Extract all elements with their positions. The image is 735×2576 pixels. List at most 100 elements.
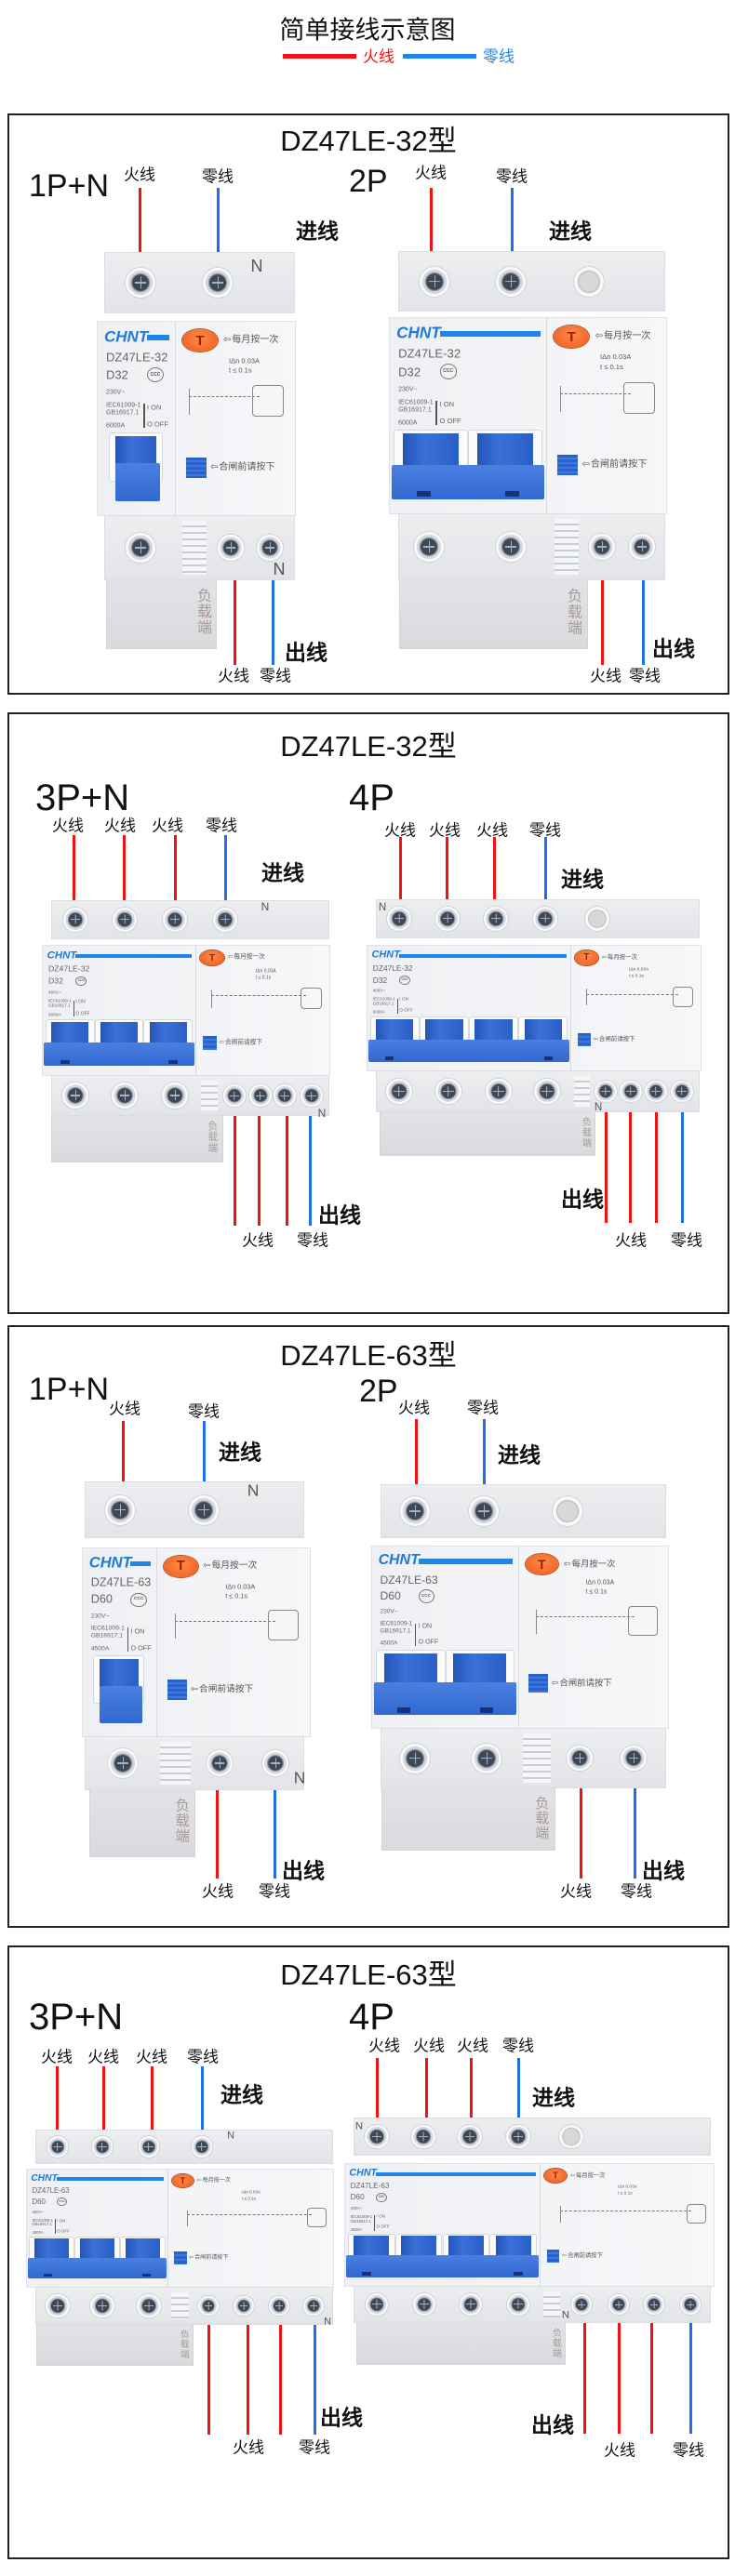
toggle-handle-grip	[99, 1685, 142, 1723]
tie-bar-slot	[504, 491, 519, 498]
terminal-screw-icon	[212, 907, 237, 932]
input-wire-live	[445, 837, 448, 899]
reset-button[interactable]	[203, 1036, 217, 1050]
ccc-cert-mark: CCC	[399, 975, 410, 985]
reset-button[interactable]	[186, 457, 207, 478]
terminal-screw-icon	[189, 1494, 219, 1525]
input-wire-live	[173, 835, 177, 900]
incoming-label: 进线	[219, 1440, 261, 1465]
output-wire-label: 零线	[671, 1231, 702, 1250]
test-button[interactable]: T	[163, 1555, 198, 1578]
output-wire-live	[617, 2323, 621, 2434]
test-button[interactable]: T	[171, 2173, 194, 2188]
terminal-screw-icon	[534, 1078, 560, 1105]
on-off-arrow-icon	[127, 1627, 129, 1652]
input-wire-label: 火线	[41, 2048, 73, 2066]
reset-button[interactable]	[557, 455, 579, 476]
terminal-screw-icon	[483, 906, 508, 931]
output-wire-live	[207, 2325, 210, 2435]
incoming-label: 进线	[532, 2085, 575, 2110]
body-divider	[540, 2164, 541, 2286]
outgoing-label: 出线	[285, 640, 327, 665]
test-button[interactable]: T	[182, 329, 218, 352]
reset-hint: 合闸前请按下	[210, 462, 274, 472]
test-button[interactable]: T	[200, 950, 224, 966]
rated-residual-current: IΔn 0.03A	[629, 967, 649, 973]
vent-slots	[182, 521, 207, 575]
test-button[interactable]: T	[554, 325, 590, 349]
standard-iec: IEC61009-1	[350, 2213, 373, 2219]
output-wire-label: 火线	[218, 667, 249, 685]
outgoing-label: 出线	[282, 1858, 325, 1883]
test-button[interactable]: T	[525, 1553, 559, 1574]
ccc-cert-mark: CCC	[147, 367, 164, 382]
output-wire-label: 火线	[560, 1882, 592, 1901]
standard-gb: GB16917.1	[106, 409, 140, 417]
reset-hint: 合闸前请按下	[552, 1678, 611, 1687]
current-rating: D32	[398, 364, 421, 378]
circuit-schematic-coil	[268, 1610, 300, 1641]
reset-hint: 合闸前请按下	[191, 1685, 253, 1694]
vent-slots	[555, 519, 579, 575]
input-wire-live	[122, 835, 126, 900]
neutral-mark-top: N	[247, 1481, 260, 1500]
reset-button[interactable]	[167, 1680, 187, 1700]
brand-bar	[439, 331, 541, 338]
terminal-screw-icon	[274, 1084, 296, 1107]
current-rating: D60	[380, 1589, 401, 1603]
test-hint: 每月按一次	[602, 954, 637, 961]
pole-type-label: 4P	[349, 1997, 394, 2038]
reset-button[interactable]	[577, 1032, 591, 1046]
rated-residual-current: IΔn 0.03A	[255, 968, 276, 975]
terminal-screw-icon	[126, 268, 155, 298]
reset-button[interactable]	[174, 2251, 187, 2264]
load-side-label: 负载端	[207, 1121, 219, 1154]
outgoing-label: 出线	[642, 1858, 685, 1883]
rated-residual-current: IΔn 0.03A	[618, 2185, 637, 2191]
output-wire-label: 零线	[259, 1882, 290, 1901]
live-legend-swatch	[283, 54, 356, 59]
panel-dz47le-32-3p4p: DZ47LE-32型	[7, 712, 729, 1314]
terminal-screw-icon	[62, 907, 87, 932]
breaker-lower-housing	[399, 578, 588, 649]
tie-bar-slot	[397, 1706, 411, 1713]
input-wire-live	[469, 2058, 473, 2118]
standard-gb: GB16917.1	[90, 1632, 124, 1640]
circuit-schematic-contact	[187, 2210, 189, 2226]
terminal-screw-icon	[269, 2295, 289, 2317]
standard-iec: IEC61009-1	[380, 1621, 413, 1628]
reset-button[interactable]	[528, 1673, 548, 1693]
rated-voltage: 230V~	[90, 1613, 110, 1620]
test-button[interactable]: T	[575, 950, 598, 965]
terminal-screw-icon	[434, 906, 460, 931]
neutral-legend-label: 零线	[483, 47, 514, 66]
input-wire-label: 火线	[398, 1399, 430, 1417]
terminal-screw-icon	[47, 2136, 69, 2158]
ccc-cert-mark: CCC	[130, 1592, 147, 1608]
standard-iec: IEC61009-1	[372, 996, 395, 1002]
output-wire-neutral	[313, 2325, 316, 2435]
input-wire-neutral	[482, 1419, 486, 1484]
input-wire-neutral	[510, 188, 514, 251]
input-wire-neutral	[516, 2058, 520, 2118]
body-divider	[518, 1547, 519, 1728]
input-wire-label: 火线	[52, 817, 84, 835]
breaking-capacity: 4500A	[32, 2229, 44, 2235]
panel-title: DZ47LE-63型	[280, 1339, 457, 1372]
rated-voltage: 400V~	[32, 2209, 44, 2214]
terminal-screw-icon	[595, 1080, 617, 1103]
output-wire-live	[278, 2325, 282, 2435]
test-button[interactable]: T	[544, 2169, 567, 2184]
body-divider	[570, 946, 571, 1070]
terminal-screw-icon	[400, 1496, 430, 1526]
input-wire-live	[424, 2058, 428, 2118]
breaking-capacity: 6000A	[398, 419, 418, 427]
off-indicator: O OFF	[75, 1010, 90, 1016]
incoming-label: 进线	[549, 219, 592, 244]
test-hint: 每月按一次	[228, 954, 264, 962]
reset-button[interactable]	[546, 2249, 560, 2263]
brand-logo: CHNT	[349, 2167, 378, 2179]
on-indicator: I ON	[130, 1627, 145, 1636]
standard-iec: IEC61009-1	[48, 998, 72, 1003]
